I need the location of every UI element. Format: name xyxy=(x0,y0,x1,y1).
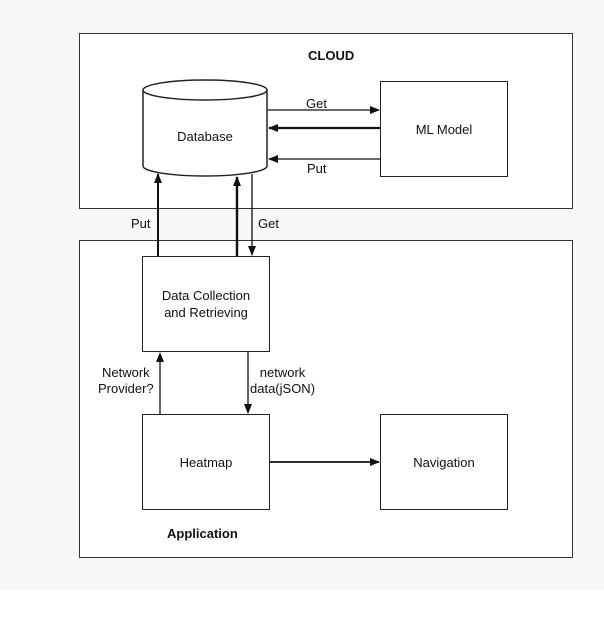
get-label-cloud: Get xyxy=(306,96,327,111)
navigation-box: Navigation xyxy=(380,414,508,510)
database-label: Database xyxy=(177,129,233,144)
heatmap-box: Heatmap xyxy=(142,414,270,510)
network-data-label: network data(jSON) xyxy=(250,365,316,396)
put-label-link: Put xyxy=(131,216,151,231)
data-collection-box: Data Collection and Retrieving xyxy=(142,256,270,352)
get-label-link: Get xyxy=(258,216,279,231)
put-label-cloud: Put xyxy=(307,161,327,176)
ml-model-box: ML Model xyxy=(380,81,508,177)
network-provider-label: Network Provider? xyxy=(98,365,154,396)
cloud-title: CLOUD xyxy=(308,48,355,63)
application-title: Application xyxy=(167,526,238,541)
